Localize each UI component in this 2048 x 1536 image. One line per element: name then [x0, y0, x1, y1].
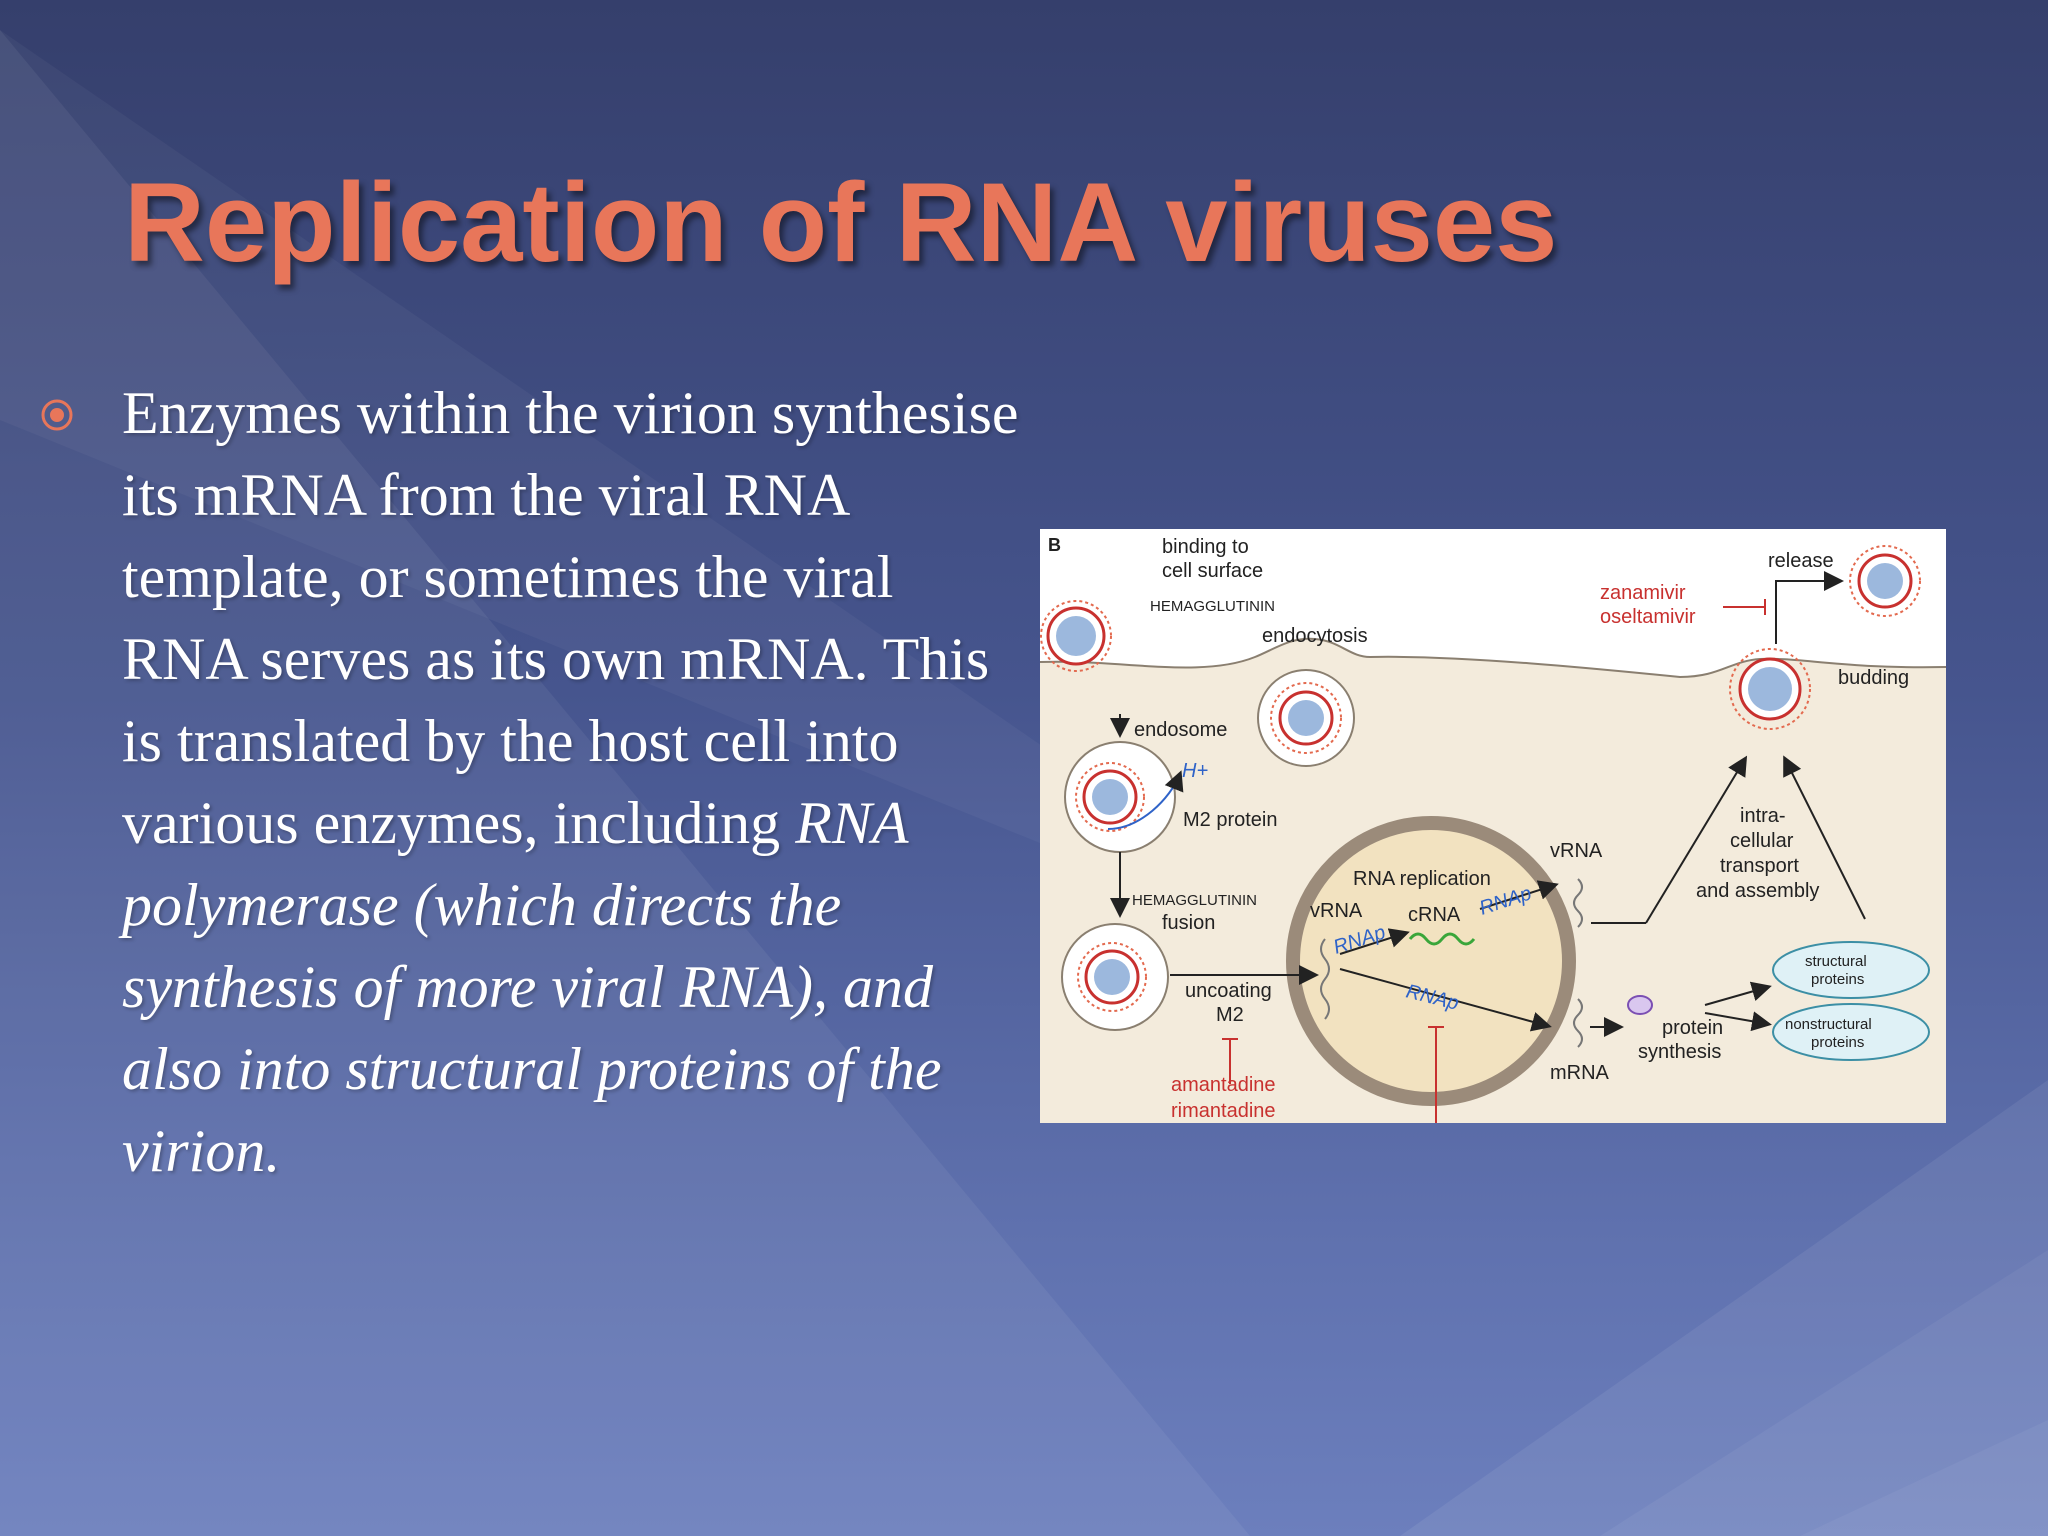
label-cell-surface: cell surface [1162, 560, 1263, 582]
slide-title: Replication of RNA viruses [124, 160, 1558, 285]
label-hemagglutinin-2: HEMAGGLUTININ [1132, 892, 1257, 909]
label-mrna: mRNA [1550, 1062, 1610, 1084]
label-m2: M2 [1216, 1004, 1244, 1026]
label-amantadine: amantadine [1171, 1074, 1276, 1096]
label-endocytosis: endocytosis [1262, 625, 1368, 647]
label-uncoating: uncoating [1185, 980, 1272, 1002]
bullet-text-regular: Enzymes within the virion synthesise its… [122, 380, 1019, 856]
mrna-strand [1573, 998, 1583, 1048]
bullet-text-italic: RNA polymerase (which directs the synthe… [122, 790, 942, 1184]
label-vrna-inner: vRNA [1310, 900, 1363, 922]
diagram-canvas: B binding to cell surface HEMAGGLUTININ … [1040, 535, 1946, 1123]
virion-budding [1729, 648, 1811, 730]
label-synthesis: synthesis [1638, 1041, 1721, 1063]
label-release: release [1768, 550, 1834, 572]
label-rna-replication: RNA replication [1353, 868, 1491, 890]
label-vrna-outer: vRNA [1550, 840, 1603, 862]
label-structural: structural [1805, 953, 1867, 970]
label-binding: binding to [1162, 536, 1249, 558]
label-nonstructural: nonstructural [1785, 1016, 1872, 1033]
structural-proteins-oval [1772, 941, 1930, 999]
virion-binding [1040, 600, 1112, 672]
virion-fusion [1061, 923, 1169, 1031]
label-intra: intra- [1740, 805, 1786, 827]
label-oseltamivir: oseltamivir [1600, 606, 1696, 628]
label-and-assembly: and assembly [1696, 880, 1819, 902]
label-protein: protein [1662, 1017, 1723, 1039]
label-transport: transport [1720, 855, 1799, 877]
nucleus [1286, 816, 1576, 1106]
vrna-strand [1320, 938, 1330, 1020]
label-cellular: cellular [1730, 830, 1794, 852]
label-budding: budding [1838, 667, 1909, 689]
bullet-text: Enzymes within the virion synthesise its… [122, 372, 1022, 1192]
vrna-exit-strand [1573, 878, 1583, 928]
label-rimantadine: rimantadine [1171, 1100, 1276, 1122]
virion-endosome [1064, 741, 1184, 853]
label-crna: cRNA [1408, 904, 1461, 926]
ribosome [1627, 995, 1653, 1015]
virion-endocytosis [1257, 669, 1355, 767]
label-m2-protein: M2 protein [1183, 809, 1278, 831]
panel-label: B [1048, 535, 1061, 555]
nonstructural-proteins-oval [1772, 1003, 1930, 1061]
label-nonstructural-proteins: proteins [1811, 1034, 1864, 1051]
circled-dot-icon [41, 399, 73, 431]
label-structural-proteins: proteins [1811, 971, 1864, 988]
label-h-plus: H+ [1182, 760, 1208, 782]
virion-release [1849, 545, 1921, 617]
crna-strand [1408, 932, 1476, 946]
label-endosome: endosome [1134, 719, 1227, 741]
influenza-replication-diagram: B binding to cell surface HEMAGGLUTININ … [1040, 529, 1946, 1123]
label-fusion: fusion [1162, 912, 1215, 934]
label-hemagglutinin-1: HEMAGGLUTININ [1150, 598, 1275, 615]
label-zanamivir: zanamivir [1600, 582, 1686, 604]
